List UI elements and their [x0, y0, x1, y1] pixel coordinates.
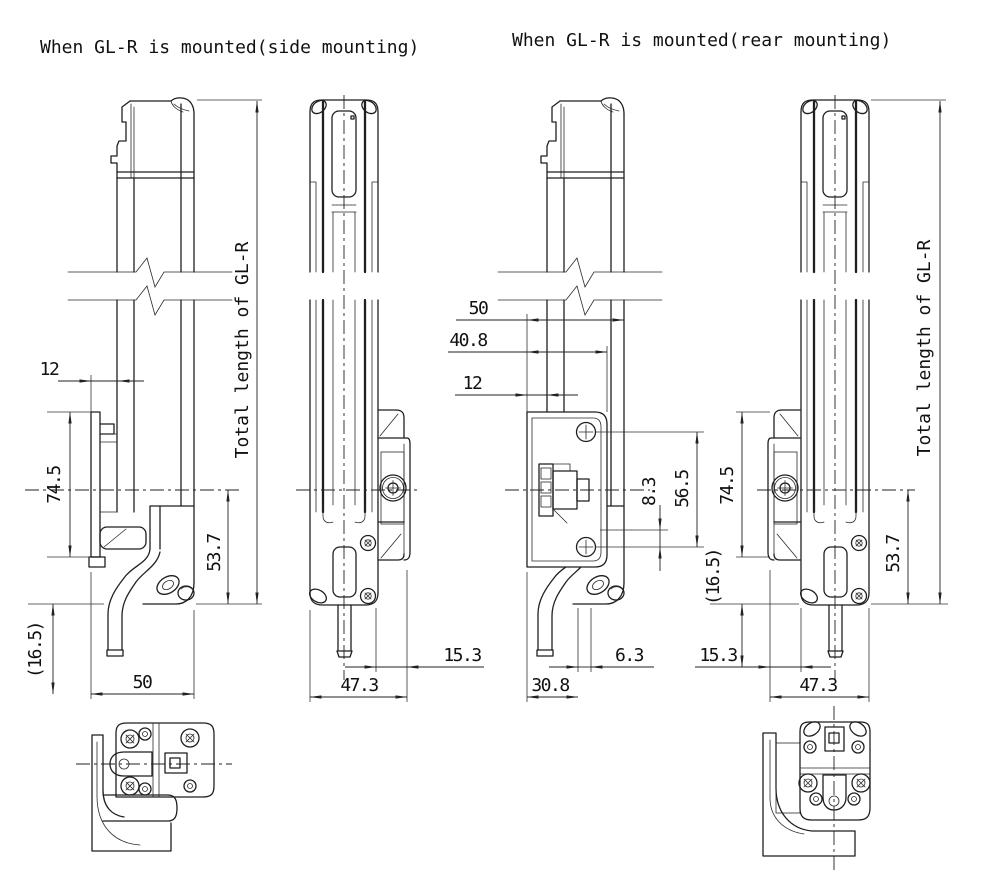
dim-axis-to-end-53-7: 53.7	[196, 489, 262, 605]
dim-hole-offset-8-3: 8.3	[600, 477, 668, 571]
dim-overall-width-47-3: 47.3	[309, 610, 408, 702]
bottom-view-rear-mounting	[762, 706, 871, 872]
bottom-view-side-mounting	[76, 722, 232, 852]
svg-text:12: 12	[463, 373, 482, 394]
svg-text:74.5: 74.5	[717, 467, 738, 505]
rear-mounting-front-view: 74.5 (16.5) 53.7 15.3 47.3	[695, 93, 948, 702]
svg-text:50: 50	[469, 298, 488, 319]
dim-rear-bracket-height-74-5: 74.5	[717, 411, 770, 558]
svg-text:(16.5): (16.5)	[703, 549, 724, 605]
side-bracket-side-view	[88, 411, 147, 568]
svg-text:30.8: 30.8	[531, 675, 569, 696]
dim-mounting-depth-40-8: 40.8	[448, 330, 608, 354]
svg-text:47.3: 47.3	[340, 675, 378, 696]
title-side-mounting: When GL-R is mounted(side mounting)	[40, 37, 419, 58]
dim-cable-bend-16-5: (16.5)	[25, 603, 104, 695]
svg-text:53.7: 53.7	[204, 534, 225, 572]
dim-rear-bracket-offset-12: 12	[455, 373, 578, 397]
rear-mounting-side-view: 50 40.8 12 8.3 56.5	[448, 97, 704, 702]
dim-cable-offset-6-3: 6.3	[549, 608, 654, 672]
svg-text:53.7: 53.7	[883, 535, 904, 573]
dim-rear-axis-to-end-53-7: 53.7	[871, 489, 948, 605]
side-mounting-side-view: 12 74.5 (16.5) 50 53.7 To	[25, 97, 262, 699]
svg-text:6.3: 6.3	[615, 645, 644, 666]
svg-text:74.5: 74.5	[44, 466, 65, 504]
dim-rear-bracket-protrusion-15-3: 15.3	[695, 570, 831, 702]
svg-text:8.3: 8.3	[639, 477, 660, 506]
side-mounting-front-view: 15.3 47.3	[296, 93, 484, 702]
dim-rear-overall-width-47-3: 47.3	[769, 608, 870, 702]
svg-text:50: 50	[133, 672, 152, 693]
rear-bracket-side-view	[526, 411, 608, 568]
svg-text:47.3: 47.3	[799, 675, 837, 696]
svg-text:15.3: 15.3	[443, 645, 481, 666]
svg-text:15.3: 15.3	[699, 645, 737, 666]
rear-bracket-front-view	[767, 409, 801, 561]
dim-total-length-right: Total length of GL-R	[871, 99, 946, 605]
dim-depth-50: 50	[90, 572, 195, 699]
dim-total-length-left: Total length of GL-R	[197, 99, 262, 605]
svg-text:(16.5): (16.5)	[25, 622, 46, 678]
dim-bracket-offset-12: 12	[40, 359, 144, 412]
svg-text:12: 12	[40, 359, 59, 380]
title-rear-mounting: When GL-R is mounted(rear mounting)	[512, 30, 891, 51]
svg-text:56.5: 56.5	[672, 470, 693, 508]
dim-hole-pitch-56-5: 56.5	[596, 431, 704, 548]
dim-rear-cable-bend-16-5: (16.5)	[703, 549, 799, 668]
svg-text:Total length of GL-R: Total length of GL-R	[914, 239, 935, 456]
svg-text:40.8: 40.8	[449, 330, 487, 351]
dim-cable-depth-30-8: 30.8	[526, 572, 579, 702]
dim-bracket-protrusion-15-3: 15.3	[345, 570, 484, 702]
dim-bracket-height-74-5: 74.5	[44, 411, 91, 558]
svg-text:Total length of GL-R: Total length of GL-R	[232, 241, 253, 458]
